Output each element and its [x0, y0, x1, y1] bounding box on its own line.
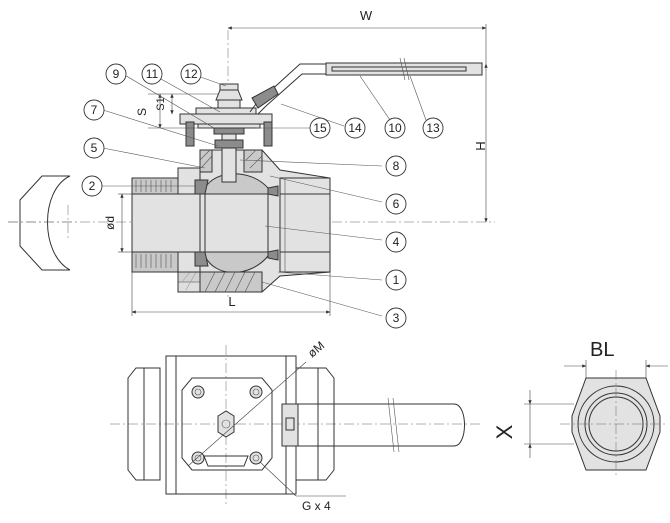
svg-text:6: 6 [393, 197, 400, 211]
balloon-13: 13 [422, 117, 444, 139]
svg-text:4: 4 [393, 235, 400, 249]
balloon-1: 1 [385, 269, 407, 291]
dimension-h-label: H [473, 141, 488, 150]
left-end-view [8, 175, 76, 271]
dimension-s1-label: S1 [155, 97, 167, 110]
balloon-3: 3 [385, 307, 407, 329]
dimension-g: G x 4 [259, 461, 346, 513]
dimension-d-label: ød [103, 216, 117, 230]
left-end-cap [131, 167, 201, 283]
balloon-12: 12 [180, 63, 202, 85]
balloon-6: 6 [385, 193, 407, 215]
balloon-7: 7 [83, 99, 105, 121]
dimension-w-label: W [360, 8, 373, 23]
dimension-w: W [227, 8, 487, 64]
svg-text:7: 7 [91, 103, 98, 117]
svg-text:9: 9 [113, 67, 120, 81]
svg-text:11: 11 [146, 67, 159, 81]
svg-text:8: 8 [393, 159, 400, 173]
dimension-l: L [131, 272, 331, 316]
valve-body [177, 149, 331, 293]
dimension-d: ød [103, 193, 132, 253]
dimension-bl-label: BL [590, 339, 614, 361]
balloon-2: 2 [81, 175, 103, 197]
dimension-l-label: L [228, 294, 235, 309]
balloon-11: 11 [141, 63, 163, 85]
svg-text:5: 5 [91, 141, 98, 155]
balloon-15: 15 [309, 117, 331, 139]
svg-text:10: 10 [388, 121, 402, 135]
svg-text:13: 13 [426, 121, 440, 135]
dimension-m-label: øM [305, 338, 327, 360]
balloon-5: 5 [83, 137, 105, 159]
dimension-s: S S1 [135, 93, 218, 129]
dimension-m: øM [187, 338, 327, 467]
dimension-x-label: X [492, 424, 517, 439]
svg-text:2: 2 [89, 179, 96, 193]
svg-text:3: 3 [393, 311, 400, 325]
svg-text:14: 14 [348, 121, 362, 135]
leader-lines [102, 73, 427, 317]
dimension-bl: BL [564, 339, 668, 378]
end-view-hex: BL X [492, 339, 668, 478]
balloon-10: 10 [384, 117, 406, 139]
dimension-x: X [492, 390, 574, 458]
balloon-8: 8 [385, 155, 407, 177]
lever-handle [249, 57, 483, 115]
svg-text:12: 12 [184, 67, 198, 81]
part-balloons: 9 11 12 7 5 2 15 14 10 13 8 6 4 1 3 [81, 63, 444, 329]
dimension-g-label: G x 4 [302, 499, 331, 513]
dimension-s-label: S [135, 108, 149, 116]
balloon-14: 14 [344, 117, 366, 139]
balloon-4: 4 [385, 231, 407, 253]
dimension-h: H [473, 63, 488, 223]
stem-assembly [179, 83, 273, 183]
top-view: øM G x 4 [110, 338, 480, 513]
section-view: W H S S1 ød L [8, 8, 495, 329]
svg-text:15: 15 [313, 121, 327, 135]
flange-bolts [191, 385, 263, 465]
svg-text:1: 1 [393, 273, 400, 287]
balloon-9: 9 [105, 63, 127, 85]
